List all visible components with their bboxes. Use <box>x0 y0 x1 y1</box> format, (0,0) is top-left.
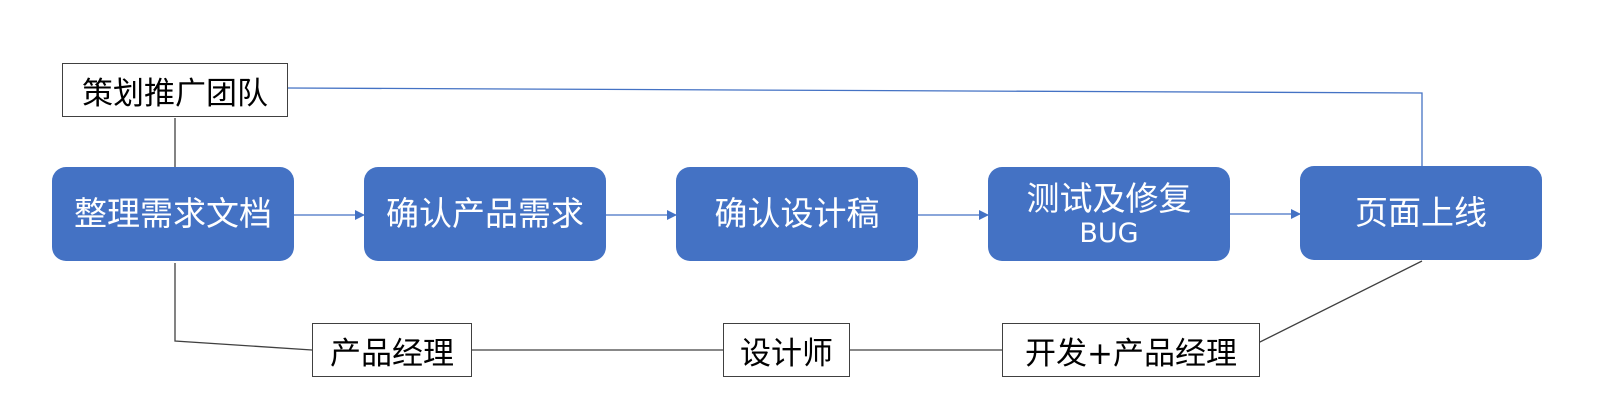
step-page-launch: 页面上线 <box>1300 166 1542 260</box>
step-label: 整理需求文档 <box>74 194 272 233</box>
team-label-box: 策划推广团队 <box>62 63 288 117</box>
team-to-launch-line <box>287 87 1423 167</box>
step-organize-requirements: 整理需求文档 <box>52 167 294 261</box>
role-label: 产品经理 <box>330 335 454 372</box>
step-confirm-product-requirements: 确认产品需求 <box>364 167 606 261</box>
role-dev-and-pm-box: 开发+产品经理 <box>1002 323 1260 377</box>
step-label: 确认产品需求 <box>386 194 584 233</box>
step-label: 页面上线 <box>1355 193 1487 232</box>
step-label: 测试及修复 <box>1026 178 1192 218</box>
step-label: 确认设计稿 <box>714 194 880 233</box>
step-confirm-design: 确认设计稿 <box>676 167 918 261</box>
role-product-manager-box: 产品经理 <box>312 323 472 377</box>
role-label: 开发+产品经理 <box>1025 335 1237 372</box>
step-test-and-fix: 测试及修复 BUG <box>988 167 1230 261</box>
role-designer-box: 设计师 <box>723 323 850 377</box>
step-sublabel: BUG <box>1079 217 1139 249</box>
role-label: 设计师 <box>740 335 833 372</box>
team-label-text: 策划推广团队 <box>82 75 268 112</box>
